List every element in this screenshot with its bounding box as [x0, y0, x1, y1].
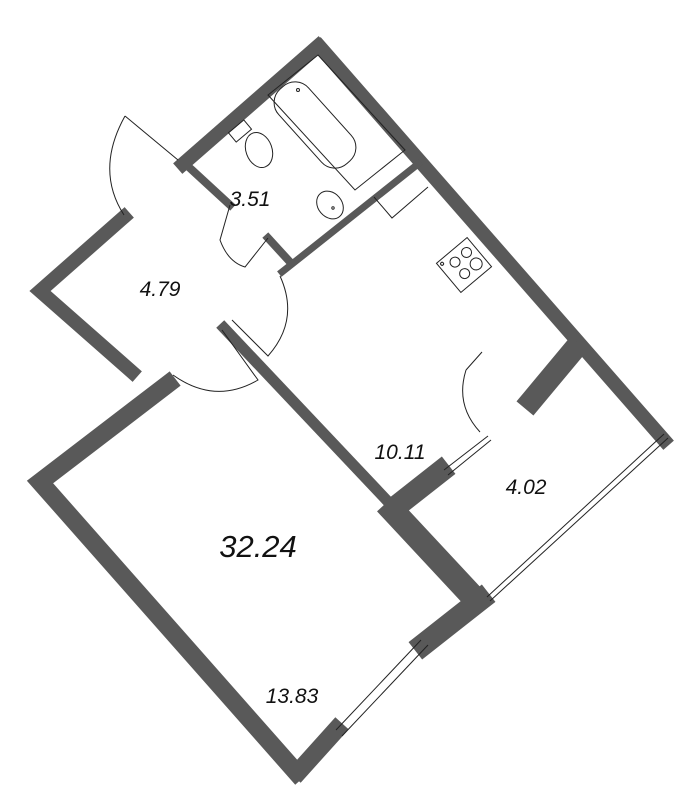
kitchen-living-partition [216, 320, 402, 516]
living-room-wall [26, 371, 309, 785]
hallway-wall [29, 207, 142, 382]
partition-thick [377, 495, 493, 617]
living-room-pier [408, 584, 496, 660]
balcony-glazing [486, 433, 669, 602]
kitchen-door [231, 275, 289, 357]
bathroom-kitchen-partition [277, 159, 423, 277]
living-room-area-label: 13.83 [265, 685, 319, 708]
sink-icon [316, 190, 344, 220]
kitchen-balcony-wall [382, 456, 456, 521]
exterior-wall-bathroom [173, 36, 328, 174]
balcony-door [443, 351, 492, 476]
toilet-icon [227, 119, 274, 168]
kitchen-area-label: 10.11 [374, 441, 426, 464]
bathroom-area-label: 3.51 [229, 188, 271, 211]
exterior-wall-right [310, 37, 674, 450]
living-room-door [172, 329, 259, 392]
balcony-partition [516, 336, 588, 416]
living-room-window [335, 639, 429, 737]
bathtub-icon [267, 54, 406, 191]
bathroom-wall-left [186, 164, 236, 211]
hallway-area-label: 4.79 [139, 278, 181, 301]
total-area-label: 32.24 [219, 529, 297, 564]
bathroom-door [219, 204, 269, 268]
stove-icon [435, 236, 493, 294]
balcony-area-label: 4.02 [505, 476, 547, 499]
bathroom-wall-stub [262, 232, 296, 268]
living-room-wall-corner [287, 717, 349, 783]
entrance-door [109, 115, 179, 216]
ventilation-duct [373, 186, 429, 219]
